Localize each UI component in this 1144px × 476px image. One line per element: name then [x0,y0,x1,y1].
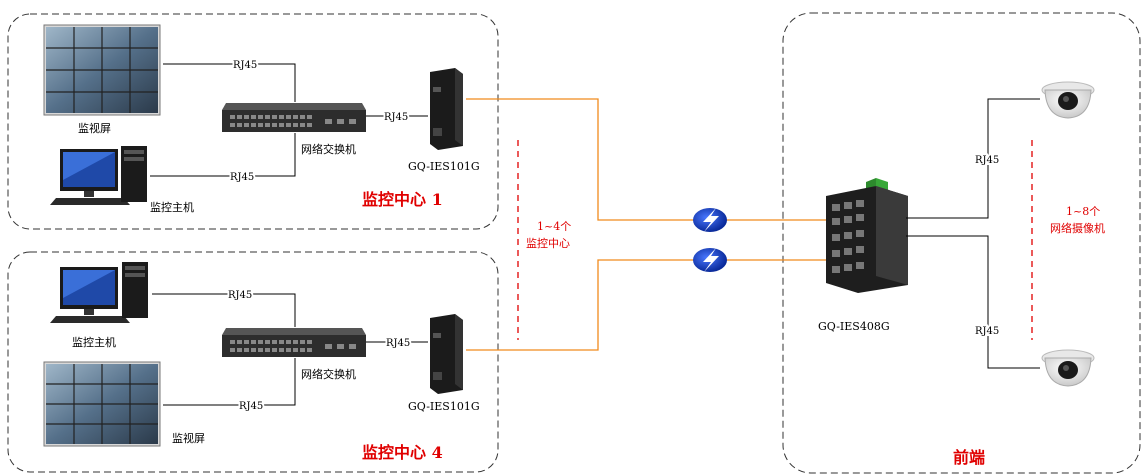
computer-icon [50,146,147,205]
switch-label: 网络交换机 [301,367,356,381]
fiber-link-center-1 [466,98,826,221]
fiber-link-center-4 [466,259,826,351]
network-globe-icon [693,208,727,232]
host-label: 监控主机 [72,335,116,349]
zone-monitoring-center-4 [7,251,499,473]
video-wall-icon [43,361,161,447]
industrial-switch-label: GQ-IES408G [818,320,890,333]
dome-camera-icon [1041,349,1095,387]
dome-camera-icon [1041,81,1095,119]
cameras-count-line2: 网络摄像机 [1050,221,1105,235]
network-switch-icon [222,103,366,132]
rj45-label: RJ45 [386,338,410,349]
rj45-label: RJ45 [975,155,999,166]
monitor-wall-label: 监视屏 [172,431,205,445]
center-1-title: 监控中心 1 [362,190,443,209]
network-switch-icon [222,328,366,357]
computer-icon [50,262,148,323]
rj45-label: RJ45 [233,60,257,71]
rj45-label: RJ45 [975,326,999,337]
rj45-label: RJ45 [230,172,254,183]
monitor-wall-label: 监视屏 [78,121,111,135]
centers-count-line1: 1~4个 [537,220,571,233]
network-globe-icon [693,248,727,272]
center-4-title: 监控中心 4 [362,443,443,462]
centers-count-line2: 监控中心 [526,236,570,250]
converter-label: GQ-IES101G [408,160,480,173]
cameras-count-line1: 1~8个 [1066,205,1100,218]
rj45-label: RJ45 [384,112,408,123]
host-label: 监控主机 [150,200,194,214]
media-converter-icon [430,68,463,150]
converter-label: GQ-IES101G [408,400,480,413]
media-converter-icon [430,314,463,394]
front-end-title: 前端 [953,448,985,467]
rj45-label: RJ45 [228,290,252,301]
rj45-label: RJ45 [239,401,263,412]
industrial-switch-icon [826,178,908,293]
video-wall-icon [43,24,161,116]
zone-monitoring-center-1 [7,13,499,230]
switch-label: 网络交换机 [301,142,356,156]
